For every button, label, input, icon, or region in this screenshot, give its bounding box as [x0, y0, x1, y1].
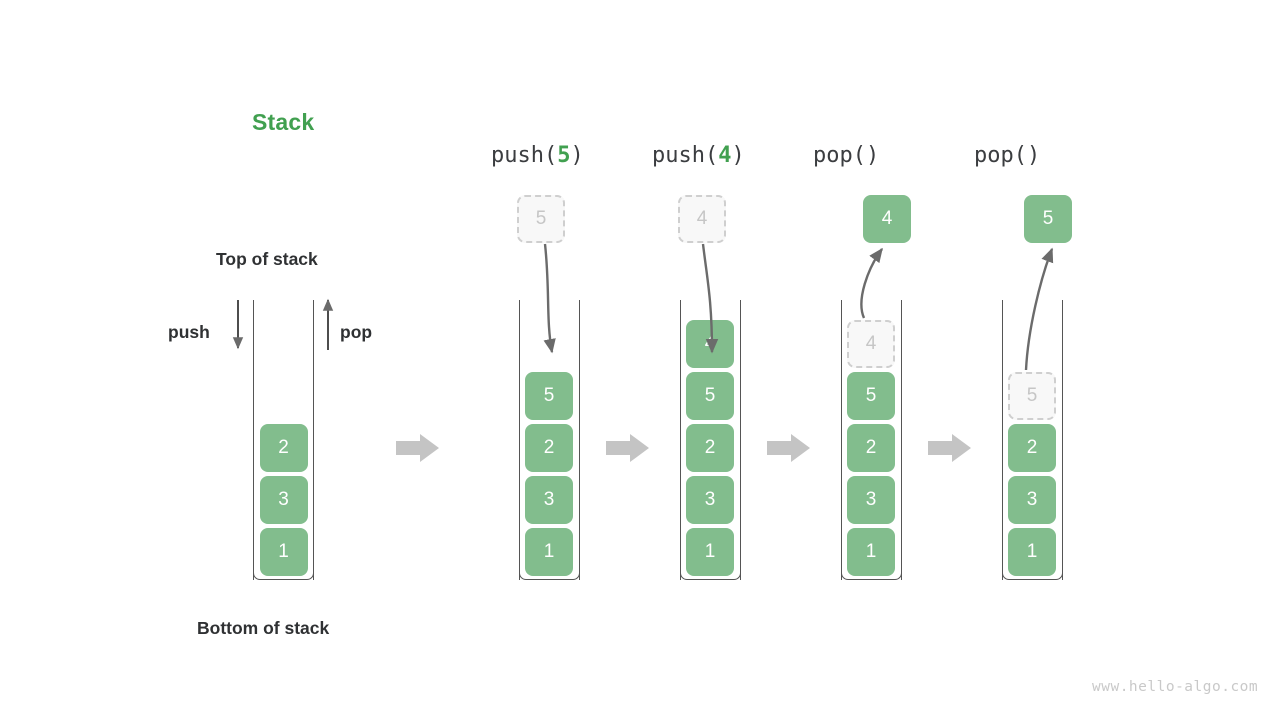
tube-wall-right [313, 300, 314, 580]
tube-floor [679, 558, 741, 580]
op-suffix: ) [731, 143, 745, 168]
stack-cell: 3 [525, 476, 573, 524]
tube-wall-left [253, 300, 254, 580]
stack-cell: 5 [1008, 372, 1056, 420]
stack-cell: 2 [686, 424, 734, 472]
op-suffix: ) [570, 143, 584, 168]
top-of-stack-label: Top of stack [216, 249, 318, 269]
bottom-of-stack-label: Bottom of stack [197, 618, 330, 638]
push-label: push [168, 322, 210, 342]
stack-tube-pop-4 [840, 300, 902, 580]
op-prefix: pop( [813, 143, 866, 168]
tube-wall-left [518, 300, 520, 580]
operation-label-push-5: push(5) [491, 143, 584, 168]
stack-cell: 2 [847, 424, 895, 472]
tube-floor [1001, 558, 1063, 580]
floating-cell-push-5: 5 [517, 195, 565, 243]
stack-cell: 1 [686, 528, 734, 576]
stack-cell: 3 [259, 476, 308, 524]
tube-wall-right [578, 300, 580, 580]
stack-tube-pop-5 [1001, 300, 1063, 580]
floating-cell-pop-4: 4 [863, 195, 911, 243]
tube-wall-right [1061, 300, 1063, 580]
stack-cell: 2 [259, 424, 308, 472]
op-suffix: ) [865, 143, 880, 168]
stack-cell: 1 [525, 528, 573, 576]
stack-cell: 1 [1008, 528, 1056, 576]
pop-label: pop [340, 322, 373, 342]
tube-floor [840, 558, 902, 580]
stack-tube-push-4 [679, 300, 741, 580]
operation-label-pop-4: pop() [813, 143, 879, 168]
stack-cell: 2 [1008, 424, 1056, 472]
op-argument: 4 [718, 143, 732, 168]
stack-tube-push-5 [518, 300, 580, 580]
stack-cell: 3 [847, 476, 895, 524]
flow-arrow [606, 432, 650, 469]
tube-floor [253, 558, 314, 580]
flow-arrow [928, 432, 972, 469]
stack-cell: 5 [525, 372, 573, 420]
tube-wall-left [840, 300, 842, 580]
stack-cell: 5 [847, 372, 895, 420]
op-prefix: pop( [974, 143, 1027, 168]
stack-cell: 2 [525, 424, 573, 472]
stack-cell: 3 [686, 476, 734, 524]
op-prefix: push( [491, 143, 558, 168]
tube-wall-left [679, 300, 681, 580]
stack-cell: 1 [847, 528, 895, 576]
flow-arrow [396, 432, 440, 469]
tube-wall-left [1001, 300, 1003, 580]
page-title: Stack [252, 109, 315, 135]
stack-cell: 3 [1008, 476, 1056, 524]
op-argument: 5 [557, 143, 571, 168]
initial-stack-tube [253, 300, 314, 580]
watermark: www.hello-algo.com [1092, 679, 1259, 695]
floating-cell-pop-5: 5 [1024, 195, 1072, 243]
stack-cell: 4 [686, 320, 734, 368]
tube-wall-right [900, 300, 902, 580]
op-prefix: push( [652, 143, 719, 168]
tube-floor [518, 558, 580, 580]
stack-cell: 1 [259, 528, 308, 576]
tube-wall-right [739, 300, 741, 580]
flow-arrow [767, 432, 811, 469]
op-suffix: ) [1026, 143, 1041, 168]
operation-label-pop-5: pop() [974, 143, 1040, 168]
stack-cell: 5 [686, 372, 734, 420]
operation-label-push-4: push(4) [652, 143, 745, 168]
stack-cell: 4 [847, 320, 895, 368]
floating-cell-push-4: 4 [678, 195, 726, 243]
